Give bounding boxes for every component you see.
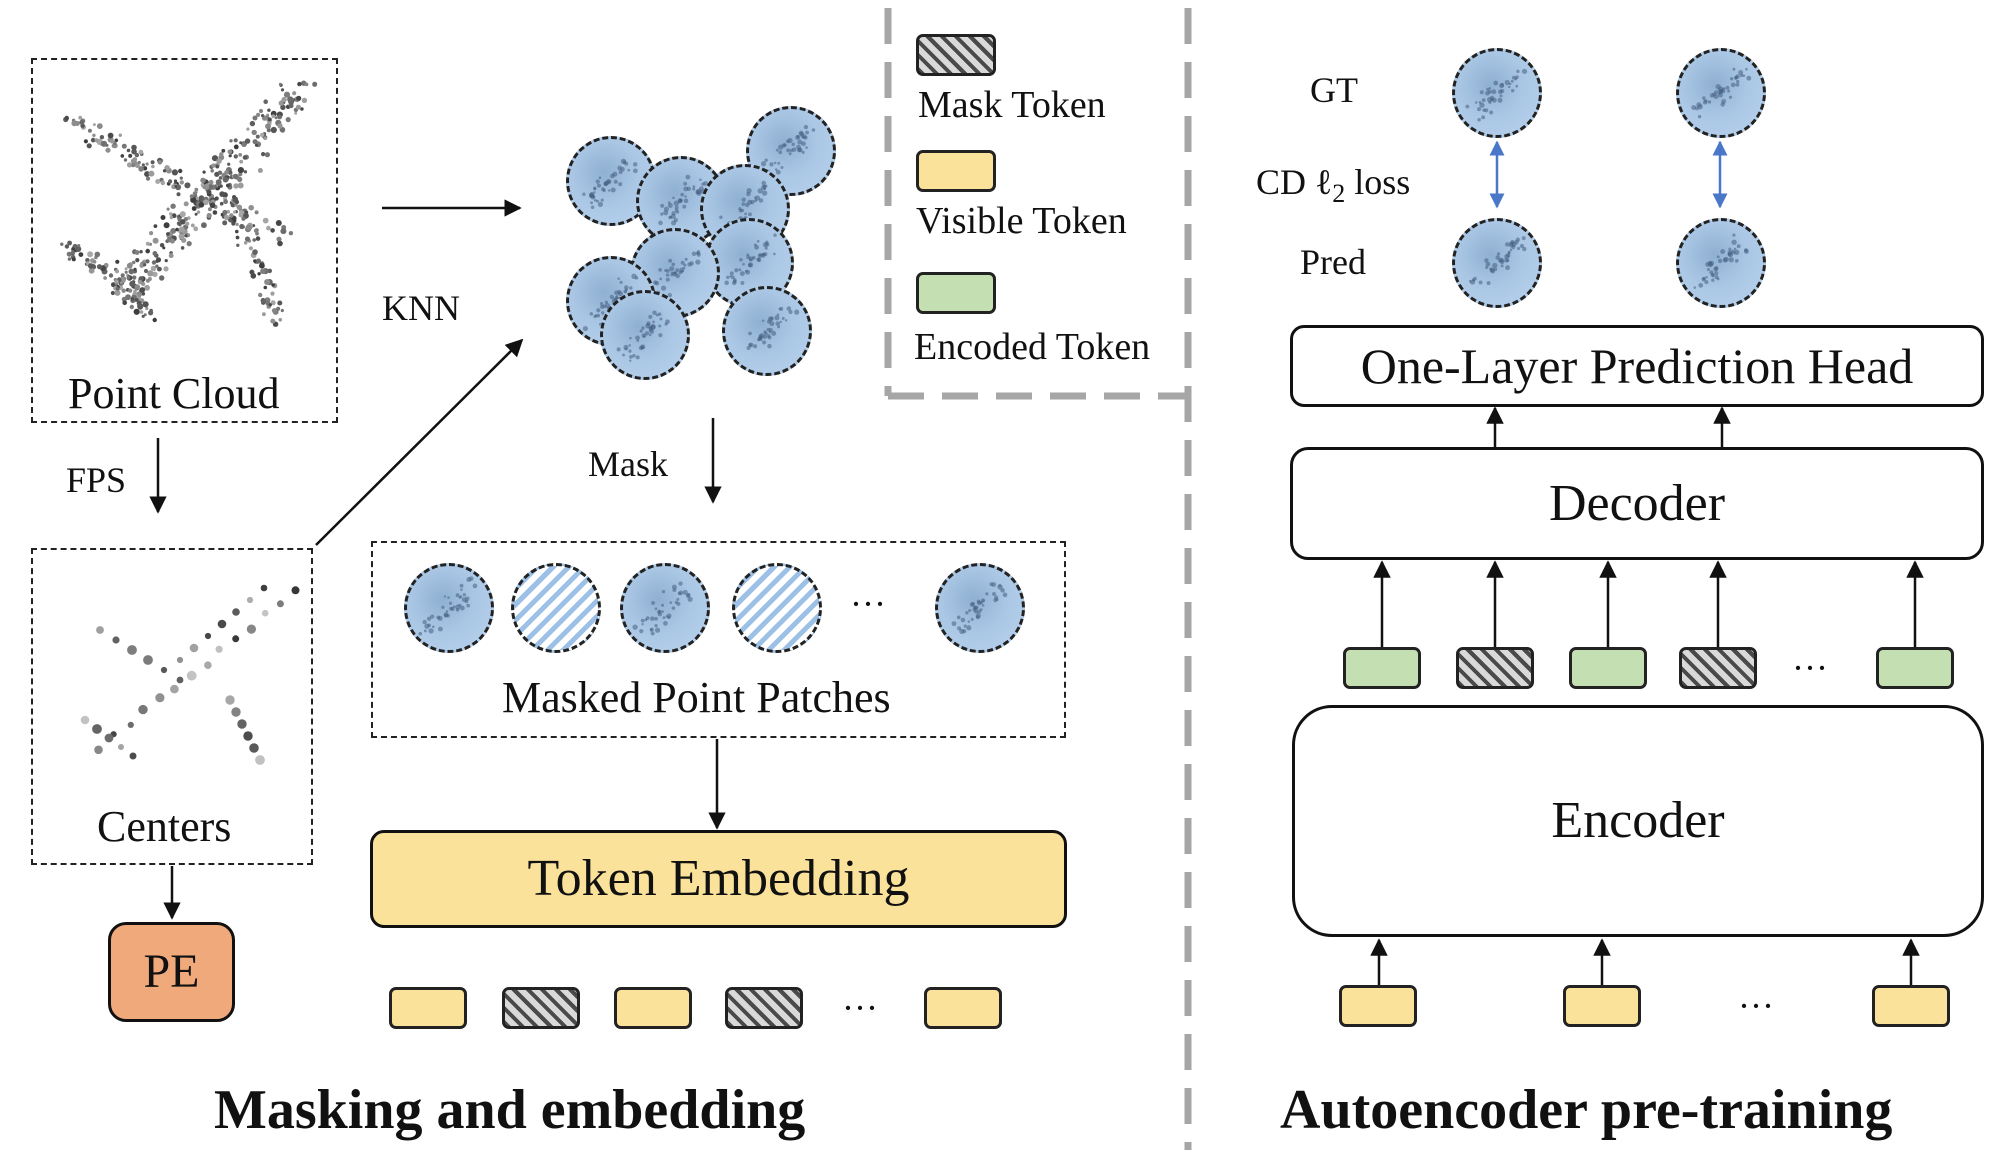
prediction-head-label: One-Layer Prediction Head: [1360, 338, 1914, 394]
masked-patches-label: Masked Point Patches: [502, 673, 891, 722]
patch-texture: [1468, 236, 1527, 286]
loss-label: CD ℓ2 loss: [1256, 164, 1410, 207]
encoded-token: [1569, 647, 1647, 689]
decoder-box: Decoder: [1290, 447, 1984, 560]
legend-visible-label: Visible Token: [916, 200, 1127, 242]
visible-token: [614, 987, 692, 1029]
mask-token: [1679, 647, 1757, 689]
centers-to-knn-arrow: [315, 338, 524, 546]
patch-texture: [582, 158, 638, 209]
patch-texture: [632, 581, 693, 636]
mask-token: [1456, 647, 1534, 689]
knn-label: KNN: [382, 288, 460, 328]
visible-token: [1563, 985, 1641, 1027]
legend-encoded-label: Encoded Token: [914, 326, 1151, 368]
decoder-label: Decoder: [1548, 474, 1726, 532]
visible-patch: [404, 563, 494, 653]
patch-texture: [724, 233, 777, 286]
autoencoder-section-title: Autoencoder pre-training: [1280, 1079, 1893, 1141]
loss-suffix: loss: [1354, 162, 1411, 202]
loss-subscript: 2: [1332, 179, 1346, 209]
patch-texture: [1691, 67, 1752, 119]
encoded-row-ellipsis: ···: [1792, 648, 1828, 688]
token-embedding-label: Token Embedding: [527, 850, 910, 907]
masked-patches-frame: [371, 541, 1066, 738]
pred-patch: [1452, 218, 1542, 308]
prediction-head-box: One-Layer Prediction Head: [1290, 325, 1984, 407]
centers-label: Centers: [97, 802, 232, 851]
gt-patch: [1452, 48, 1542, 138]
patch-texture: [1693, 233, 1749, 289]
loss-arrows: [1489, 140, 1728, 209]
legend-encoded-swatch: [916, 272, 996, 314]
pe-box: PE: [108, 922, 235, 1022]
centers-point-cloud: [80, 584, 300, 765]
airplane-point-cloud: [60, 80, 318, 327]
centers-frame: [31, 548, 313, 865]
visible-token: [1872, 985, 1950, 1027]
pe-label: PE: [143, 945, 200, 998]
encoded-token: [1876, 647, 1954, 689]
token-embedding-box: Token Embedding: [370, 830, 1067, 928]
visible-patch: [620, 563, 710, 653]
encoded-token: [1343, 647, 1421, 689]
input-row-ellipsis: ···: [1738, 986, 1774, 1026]
patch-texture: [1465, 68, 1528, 122]
patch-texture: [951, 582, 1008, 634]
patch-texture: [616, 310, 670, 362]
visible-patch: [935, 563, 1025, 653]
masking-section-title: Masking and embedding: [214, 1079, 806, 1141]
visible-token: [924, 987, 1002, 1029]
legend-mask-label: Mask Token: [918, 84, 1106, 126]
legend-mask-swatch: [916, 34, 996, 76]
visible-token: [1339, 985, 1417, 1027]
visible-token: [389, 987, 467, 1029]
pred-label: Pred: [1300, 242, 1366, 282]
point-cloud-frame: [31, 58, 338, 423]
encoder-label: Encoder: [1551, 792, 1725, 849]
decoder-arrows: [1486, 406, 1731, 448]
masked-patch: [511, 563, 601, 653]
knn-patch: [722, 286, 812, 376]
masked-patch: [732, 563, 822, 653]
encoder-box: Encoder: [1292, 705, 1984, 937]
knn-patch: [600, 290, 690, 380]
patch-ellipsis: ···: [850, 584, 886, 624]
fps-label: FPS: [66, 460, 127, 500]
pred-patch: [1676, 218, 1766, 308]
patch-texture: [746, 306, 800, 350]
mask-token: [502, 987, 580, 1029]
point-cloud-label: Point Cloud: [68, 369, 280, 418]
input-arrows: [1370, 938, 1920, 985]
loss-text: CD ℓ: [1256, 162, 1333, 202]
mask-label: Mask: [588, 444, 668, 484]
mask-token: [725, 987, 803, 1029]
patch-texture: [418, 576, 478, 636]
gt-label: GT: [1310, 70, 1358, 110]
encoded-arrows: [1373, 560, 1924, 650]
legend-visible-swatch: [916, 150, 996, 192]
patch-texture: [760, 124, 816, 177]
gt-patch: [1676, 48, 1766, 138]
token-row-ellipsis: ···: [842, 988, 878, 1028]
